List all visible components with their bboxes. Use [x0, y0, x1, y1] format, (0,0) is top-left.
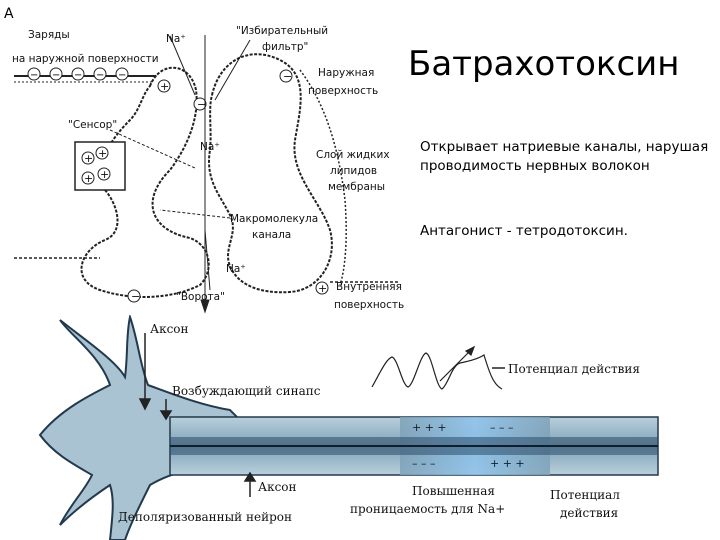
svg-text:+: +	[84, 172, 93, 185]
label-axon-top: Аксон	[150, 322, 189, 336]
label-na-bottom: Na⁺	[226, 263, 246, 275]
label-na-middle: Na⁺	[200, 141, 220, 153]
description-text: Открывает натриевые каналы, нарушая пров…	[420, 138, 710, 176]
svg-text:−: −	[30, 70, 38, 81]
slide-title: Батрахотоксин	[408, 44, 679, 84]
svg-text:−: −	[96, 70, 104, 81]
label-excitatory-synapse: Возбуждающий синапс	[172, 384, 321, 398]
svg-text:−: −	[283, 70, 292, 83]
label-action-potential-top: Потенциал действия	[508, 362, 640, 376]
label-sensor: "Сенсор"	[68, 119, 117, 131]
svg-text:−: −	[131, 290, 140, 303]
svg-text:−: −	[52, 70, 60, 81]
action-potential-trace	[372, 347, 502, 389]
antagonist-text: Антагонист - тетродотоксин.	[420, 222, 710, 241]
panel-letter: А	[4, 6, 14, 22]
svg-text:+ + +: + + +	[490, 457, 525, 470]
svg-text:– – –: – – –	[412, 457, 436, 470]
svg-text:+: +	[84, 152, 93, 165]
label-na-top: Na⁺	[166, 33, 186, 45]
svg-text:−: −	[74, 70, 82, 81]
label-depolarized-neuron: Деполяризованный нейрон	[118, 510, 292, 524]
svg-text:+: +	[100, 168, 109, 181]
sodium-channel-diagram: А − − − − − + + + + + − − − +	[0, 0, 410, 320]
svg-text:+: +	[318, 282, 327, 295]
svg-text:−: −	[118, 70, 126, 81]
outer-membrane: − − − − −	[14, 68, 160, 82]
svg-text:+: +	[160, 80, 169, 93]
label-gate: "Ворота"	[176, 291, 225, 303]
neuron-diagram: + + + – – – – – – + + + Аксон Возбуждающий…	[0, 315, 720, 540]
svg-text:– – –: – – –	[490, 421, 514, 434]
label-axon-bottom: Аксон	[258, 480, 297, 494]
svg-text:+: +	[98, 147, 107, 160]
svg-text:+ + +: + + +	[412, 421, 447, 434]
